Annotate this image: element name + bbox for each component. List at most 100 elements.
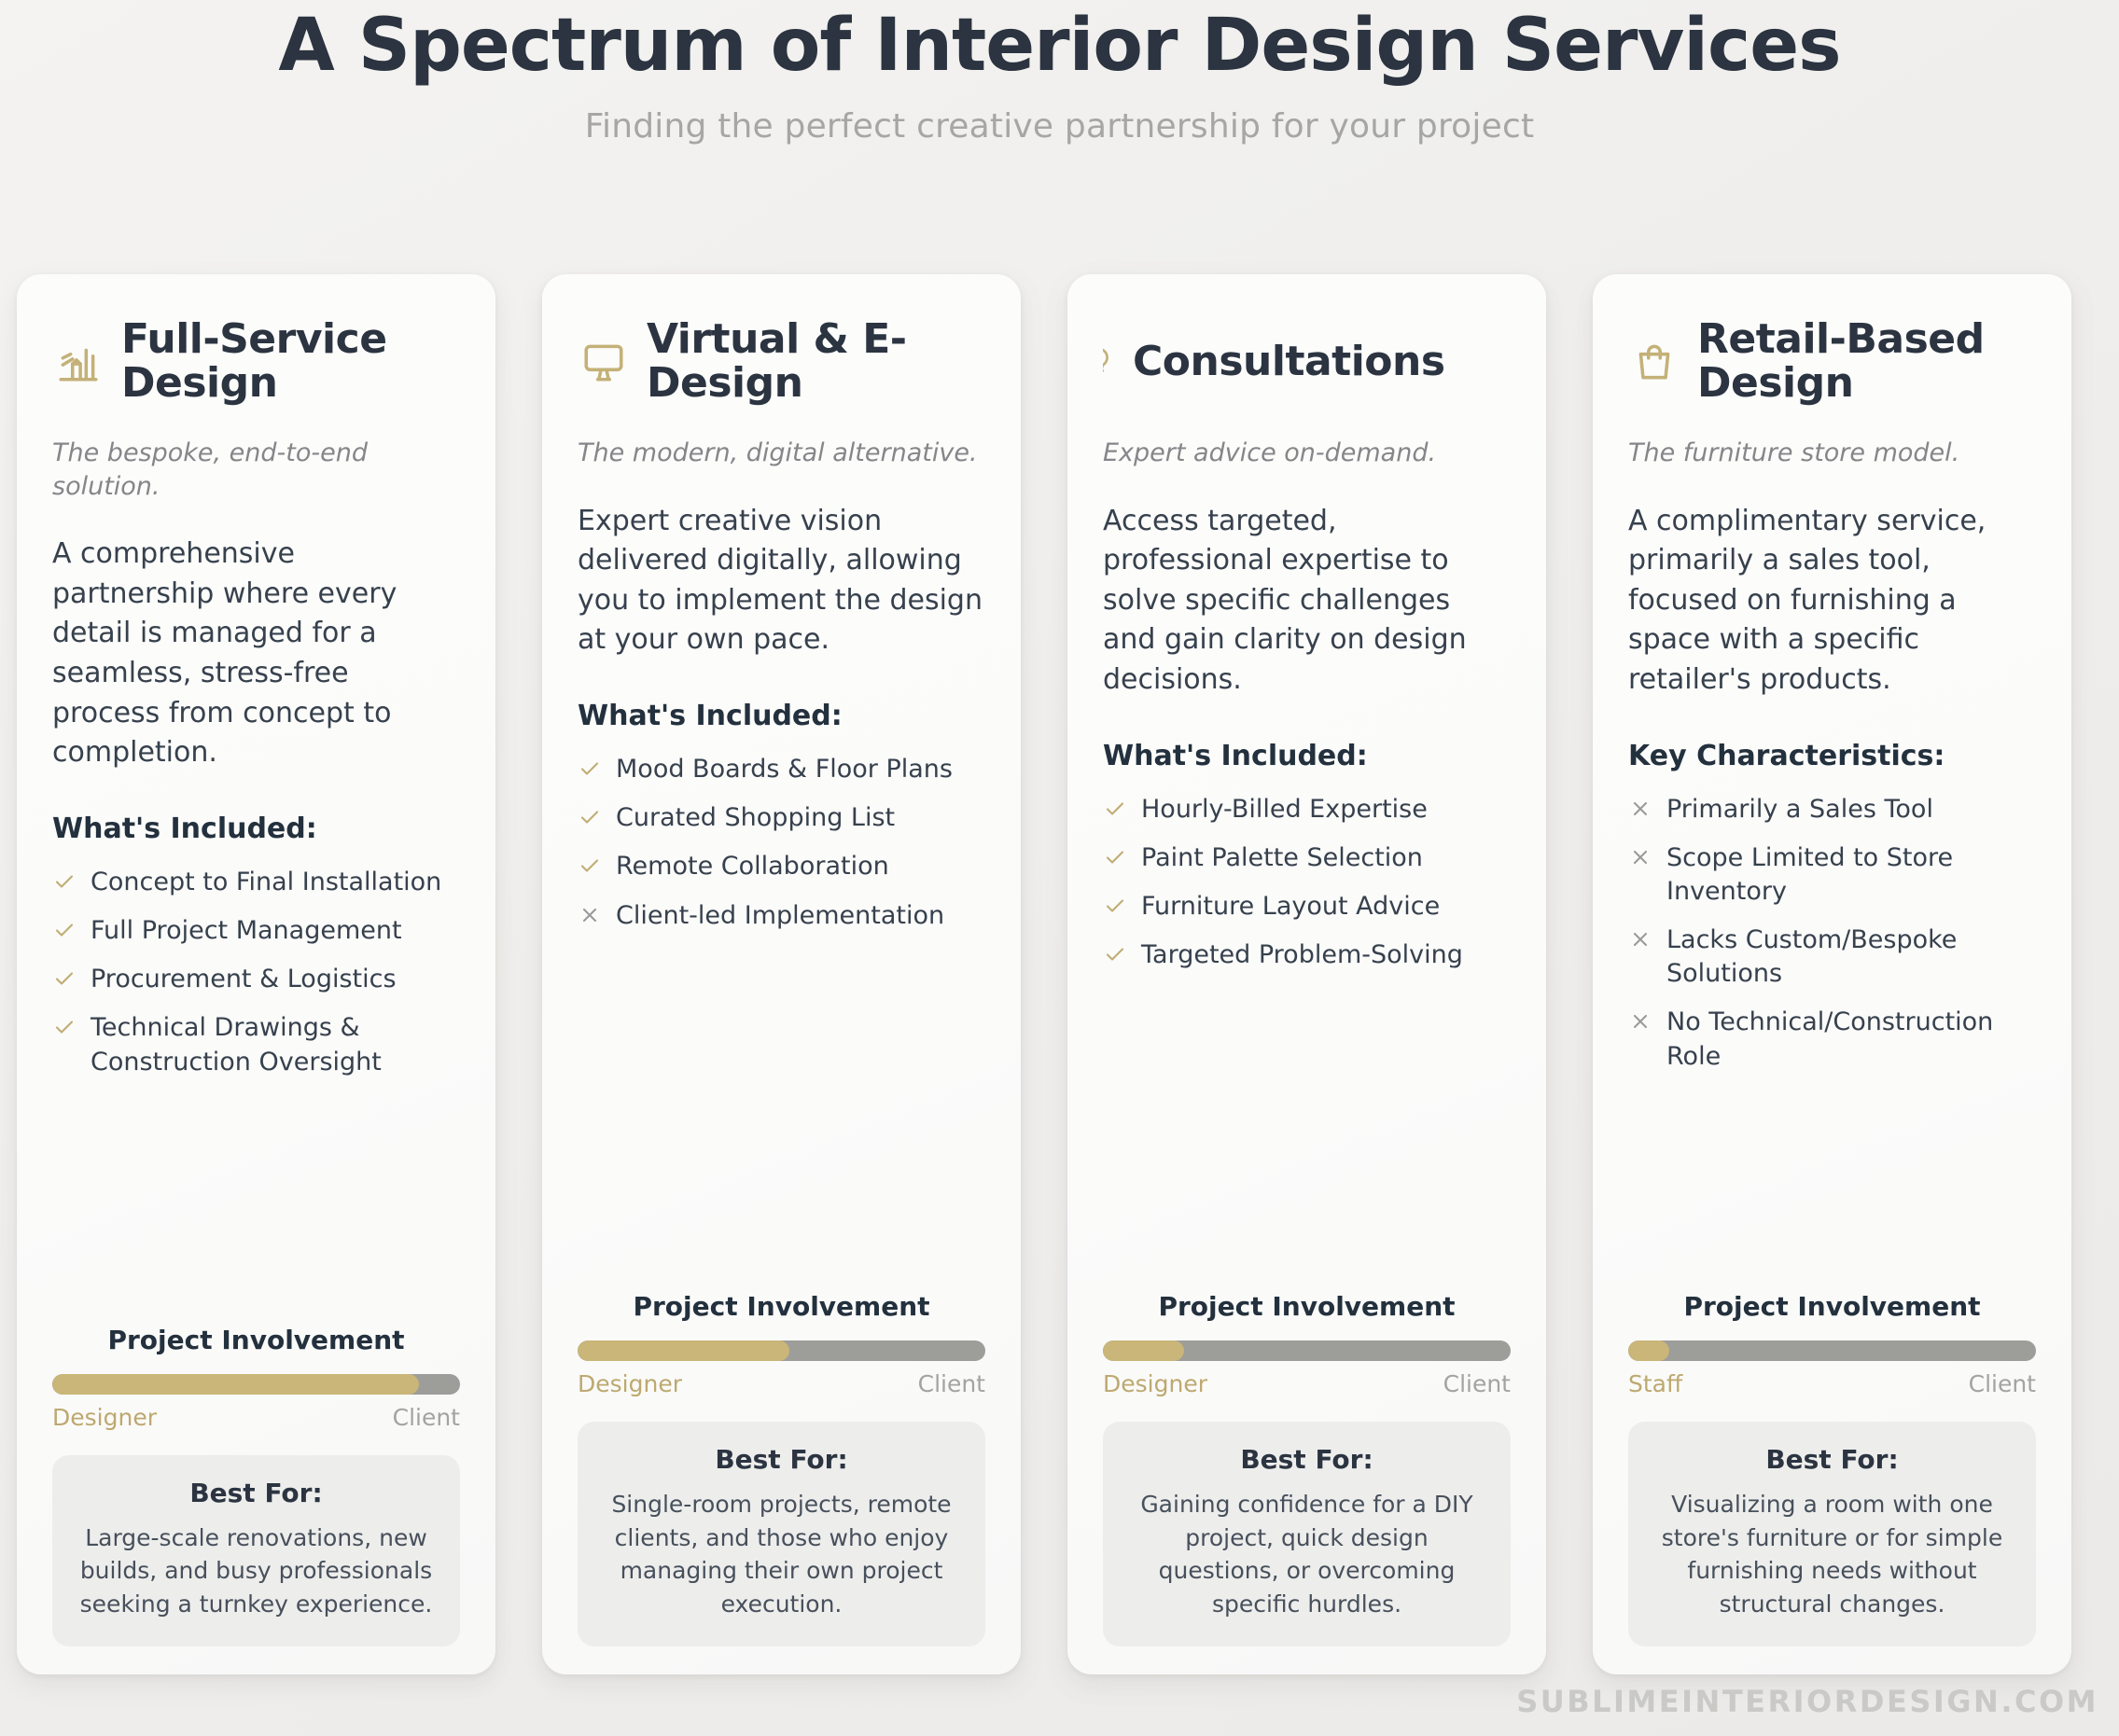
best-for-text: Visualizing a room with one store's furn… (1661, 1491, 2003, 1618)
meter-track (1103, 1340, 1511, 1361)
feature-list-heading: Key Characteristics: (1628, 739, 1945, 772)
feature-item: No Technical/Construction Role (1628, 1006, 2036, 1073)
site-watermark: SUBLIMEINTERIORDESIGN.COM (1516, 1684, 2098, 1719)
feature-item: Lacks Custom/Bespoke Solutions (1628, 924, 2036, 991)
feature-item: Remote Collaboration (578, 850, 985, 883)
page-header: A Spectrum of Interior Design Services F… (0, 0, 2119, 146)
feature-label: Hourly-Billed Expertise (1141, 794, 1428, 824)
page-subtitle: Finding the perfect creative partnership… (584, 107, 1535, 146)
meter-track (1628, 1340, 2036, 1361)
feature-item: Curated Shopping List (578, 801, 985, 835)
meter-title: Project Involvement (1158, 1291, 1456, 1322)
feature-label: Curated Shopping List (616, 803, 896, 833)
feature-label: Targeted Problem-Solving (1141, 940, 1463, 970)
best-for-title: Best For: (715, 1444, 848, 1475)
best-for-box: Best For: Large-scale renovations, new bu… (52, 1454, 460, 1646)
feature-item: Furniture Layout Advice (1103, 890, 1511, 924)
feature-label: Mood Boards & Floor Plans (616, 755, 953, 784)
card-tagline: The bespoke, end-to-end solution. (52, 438, 369, 501)
feature-item: Paint Palette Selection (1103, 841, 1511, 875)
cross-icon (1628, 841, 1652, 873)
best-for-text: Large-scale renovations, new builds, and… (79, 1523, 433, 1618)
meter-fill (1628, 1340, 1669, 1361)
check-icon (1103, 841, 1127, 873)
feature-item: Full Project Management (52, 914, 460, 948)
feature-item: Technical Drawings & Construction Oversi… (52, 1011, 460, 1078)
meter-labels: Designer Client (52, 1404, 460, 1431)
lightbulb-icon (1103, 336, 1116, 388)
shopping-bag-icon (1628, 336, 1680, 388)
cross-icon (1628, 924, 1652, 955)
check-icon (1103, 793, 1127, 825)
meter-right-label: Client (392, 1403, 460, 1431)
feature-list-heading: What's Included: (578, 700, 843, 732)
check-icon (52, 914, 77, 946)
feature-item: Client-led Implementation (578, 899, 985, 933)
cross-icon (578, 899, 602, 931)
meter-fill (1103, 1340, 1185, 1361)
feature-label: Scope Limited to Store Inventory (1666, 842, 1954, 906)
meter-right-label: Client (1968, 1370, 2036, 1397)
meter-track (52, 1373, 460, 1395)
meter-labels: Designer Client (1103, 1370, 1511, 1397)
feature-label: Paint Palette Selection (1141, 842, 1423, 872)
card-header: Full-Service Design (52, 313, 460, 410)
meter-left-label: Staff (1628, 1370, 1683, 1397)
card-header: Consultations (1103, 313, 1511, 410)
meter-title: Project Involvement (107, 1324, 405, 1355)
card-description: Access targeted, professional expertise … (1103, 504, 1467, 696)
feature-label: Procurement & Logistics (91, 965, 397, 994)
check-icon (52, 1011, 77, 1043)
meter-fill (578, 1340, 790, 1361)
best-for-box: Best For:Gaining confidence for a DIY pr… (1103, 1422, 1511, 1646)
feature-label: Full Project Management (91, 915, 402, 945)
meter-right-label: Client (917, 1370, 985, 1397)
meter-left-label: Designer (52, 1403, 157, 1431)
feature-item: Targeted Problem-Solving (1103, 938, 1511, 972)
layout-spacer (52, 1094, 460, 1308)
feature-item: Concept to Final Installation (52, 866, 460, 899)
meter-left-label: Designer (1103, 1370, 1207, 1397)
check-icon (578, 753, 602, 785)
best-for-box: Best For:Visualizing a room with one sto… (1628, 1422, 2036, 1646)
meter-labels: Staff Client (1628, 1370, 2036, 1397)
meter-right-label: Client (1443, 1370, 1511, 1397)
feature-list-heading: What's Included: (52, 812, 317, 845)
card-description: A complimentary service, primarily a sal… (1628, 504, 1987, 696)
check-icon (578, 801, 602, 833)
best-for-title: Best For: (1240, 1444, 1373, 1475)
layout-spacer (1628, 1089, 2036, 1274)
feature-label: Primarily a Sales Tool (1666, 794, 1933, 824)
best-for-title: Best For: (189, 1477, 323, 1508)
check-icon (1103, 890, 1127, 922)
check-icon (578, 850, 602, 882)
feature-label: Technical Drawings & Construction Oversi… (91, 1013, 382, 1076)
feature-list-heading: What's Included: (1103, 739, 1368, 772)
card-tagline: The modern, digital alternative. (578, 438, 978, 467)
monitor-icon (578, 336, 630, 388)
meter-fill (52, 1373, 420, 1395)
page-title: A Spectrum of Interior Design Services (278, 4, 1841, 88)
card-title: Full-Service Design (121, 315, 387, 407)
feature-label: Concept to Final Installation (91, 867, 442, 896)
check-icon (52, 963, 77, 994)
feature-label: Remote Collaboration (616, 852, 889, 882)
layout-spacer (578, 948, 985, 1274)
feature-item: Primarily a Sales Tool (1628, 793, 2036, 826)
cross-icon (1628, 1006, 1652, 1037)
card-title: Retail-Based Design (1697, 315, 1985, 407)
card-title: Consultations (1133, 337, 1445, 385)
feature-label: No Technical/Construction Role (1666, 1007, 1994, 1071)
feature-label: Lacks Custom/Bespoke Solutions (1666, 925, 1958, 989)
card-title: Virtual & E-Design (647, 315, 907, 407)
